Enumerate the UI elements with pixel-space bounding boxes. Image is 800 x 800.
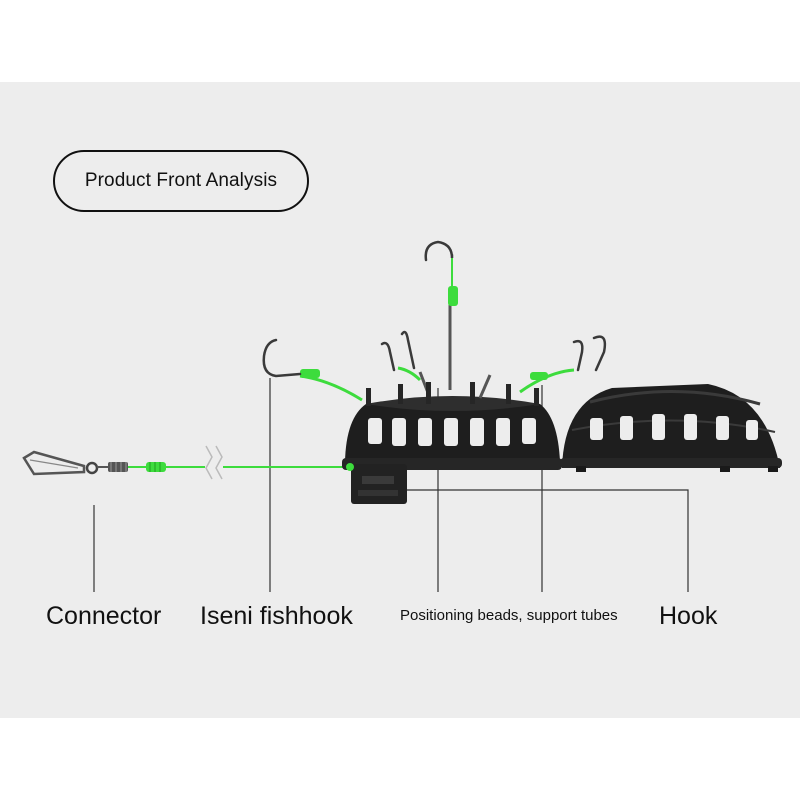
mid-left-fishhook-1-icon <box>380 341 396 372</box>
left-bait-cage <box>342 396 562 504</box>
hook-label: Hook <box>659 602 718 630</box>
top-fishhook-icon <box>424 240 454 262</box>
cage-posts <box>366 382 539 406</box>
title-pill: Product Front Analysis <box>53 150 309 212</box>
right-fishhook-2-icon <box>592 335 607 372</box>
mid-left-fishhook-2-icon <box>400 330 416 370</box>
left-fishhook-icon <box>262 338 302 378</box>
page-title: Product Front Analysis <box>84 170 278 191</box>
connector-label: Connector <box>46 602 162 630</box>
snap-connector <box>22 450 128 476</box>
fishhooks <box>262 240 607 378</box>
main-fishing-line <box>97 445 350 480</box>
positioning-beads-label: Positioning beads, support tubes <box>400 607 618 624</box>
support-tubes <box>299 255 575 402</box>
right-bait-cage <box>560 384 782 472</box>
iseni-fishhook-label: Iseni fishhook <box>200 602 353 630</box>
hook-leader-line <box>400 489 689 592</box>
right-fishhook-1-icon <box>572 339 584 372</box>
